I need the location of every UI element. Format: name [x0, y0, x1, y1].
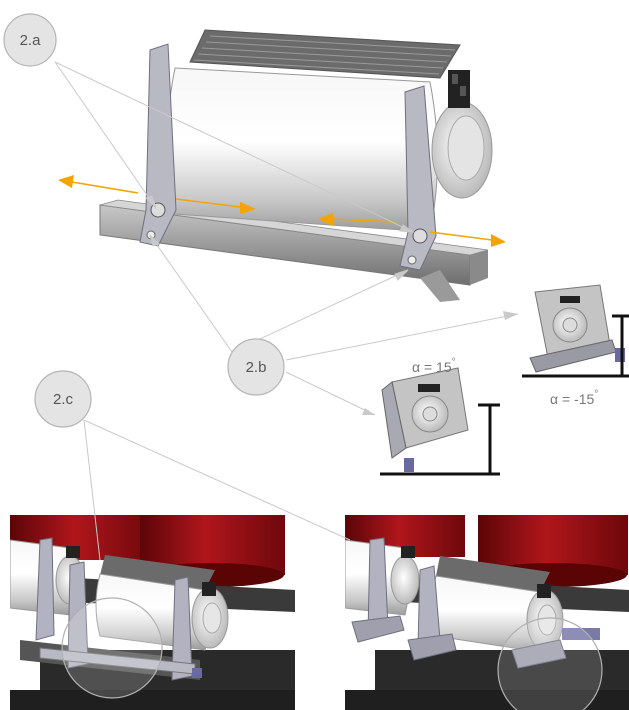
heater-cylinder [167, 67, 438, 233]
svg-text:2.b: 2.b [246, 359, 267, 376]
heater-top-view [99, 29, 493, 302]
heater-grille [189, 29, 461, 79]
callout-2a: 2.a [3, 13, 57, 67]
svg-text:2.c: 2.c [53, 391, 74, 408]
leader-lines [54, 61, 519, 561]
connector-block [448, 70, 470, 108]
angle-label-positive: α = 15° [412, 357, 456, 375]
double-arrow-icon [318, 213, 506, 247]
callout-2b: 2.b [227, 338, 285, 396]
svg-text:2.a: 2.a [20, 32, 42, 49]
double-arrow-icon [58, 175, 139, 194]
installation-view-right [345, 515, 629, 710]
angle-detail-positive [380, 367, 500, 476]
double-arrow-icon [175, 198, 256, 214]
callout-2c: 2.c [34, 370, 92, 428]
adjustment-arrows [58, 175, 506, 247]
detail-circle-right [497, 617, 603, 710]
installation-view-left [10, 515, 295, 710]
angle-detail-negative [522, 284, 629, 378]
detail-circle-left [61, 597, 163, 699]
angle-label-negative: α = -15° [550, 389, 598, 407]
